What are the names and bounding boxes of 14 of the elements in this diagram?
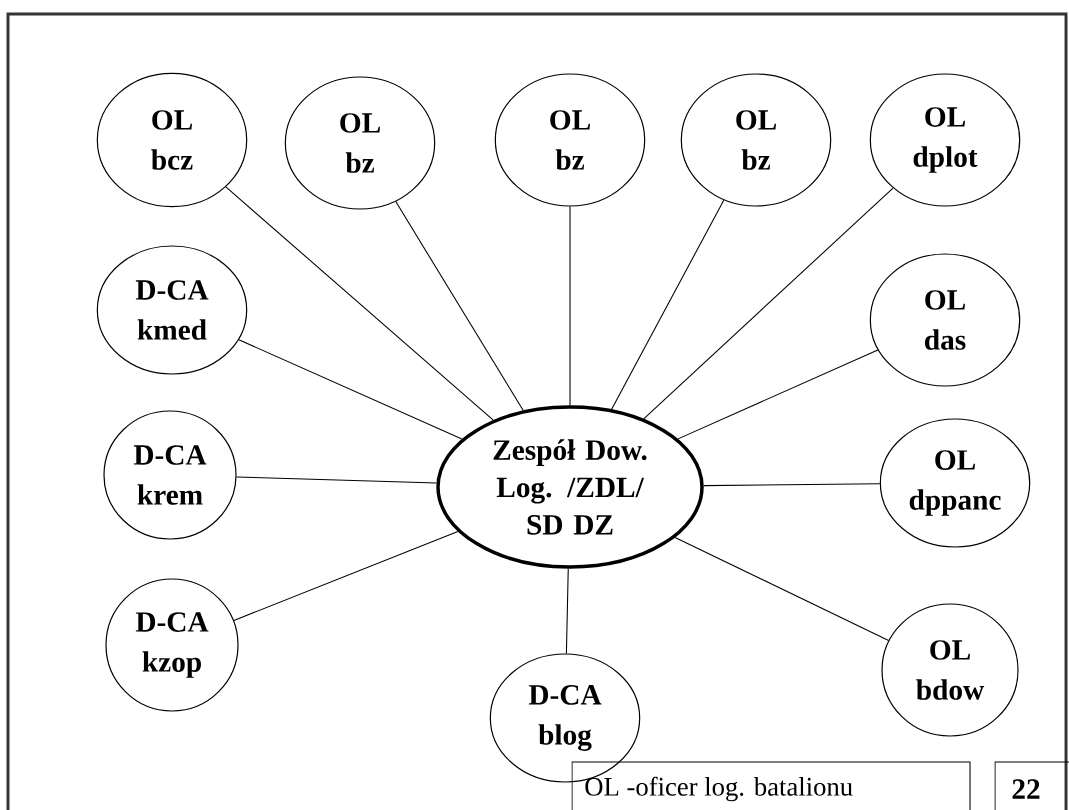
connector-line (677, 349, 879, 440)
connector-line (674, 537, 890, 641)
page-number: 22 (994, 761, 1069, 810)
connector-line (611, 199, 725, 410)
legend-note: OL -oficer log. batalionu (571, 761, 971, 810)
connector-line (233, 531, 459, 621)
connector-line (238, 339, 463, 440)
connector-line (236, 476, 437, 484)
connector-line (565, 568, 569, 654)
connector-line (643, 187, 894, 420)
connector-line (395, 201, 524, 411)
connector-line (225, 186, 494, 421)
connector-line (569, 206, 571, 406)
connector-line (703, 483, 881, 487)
